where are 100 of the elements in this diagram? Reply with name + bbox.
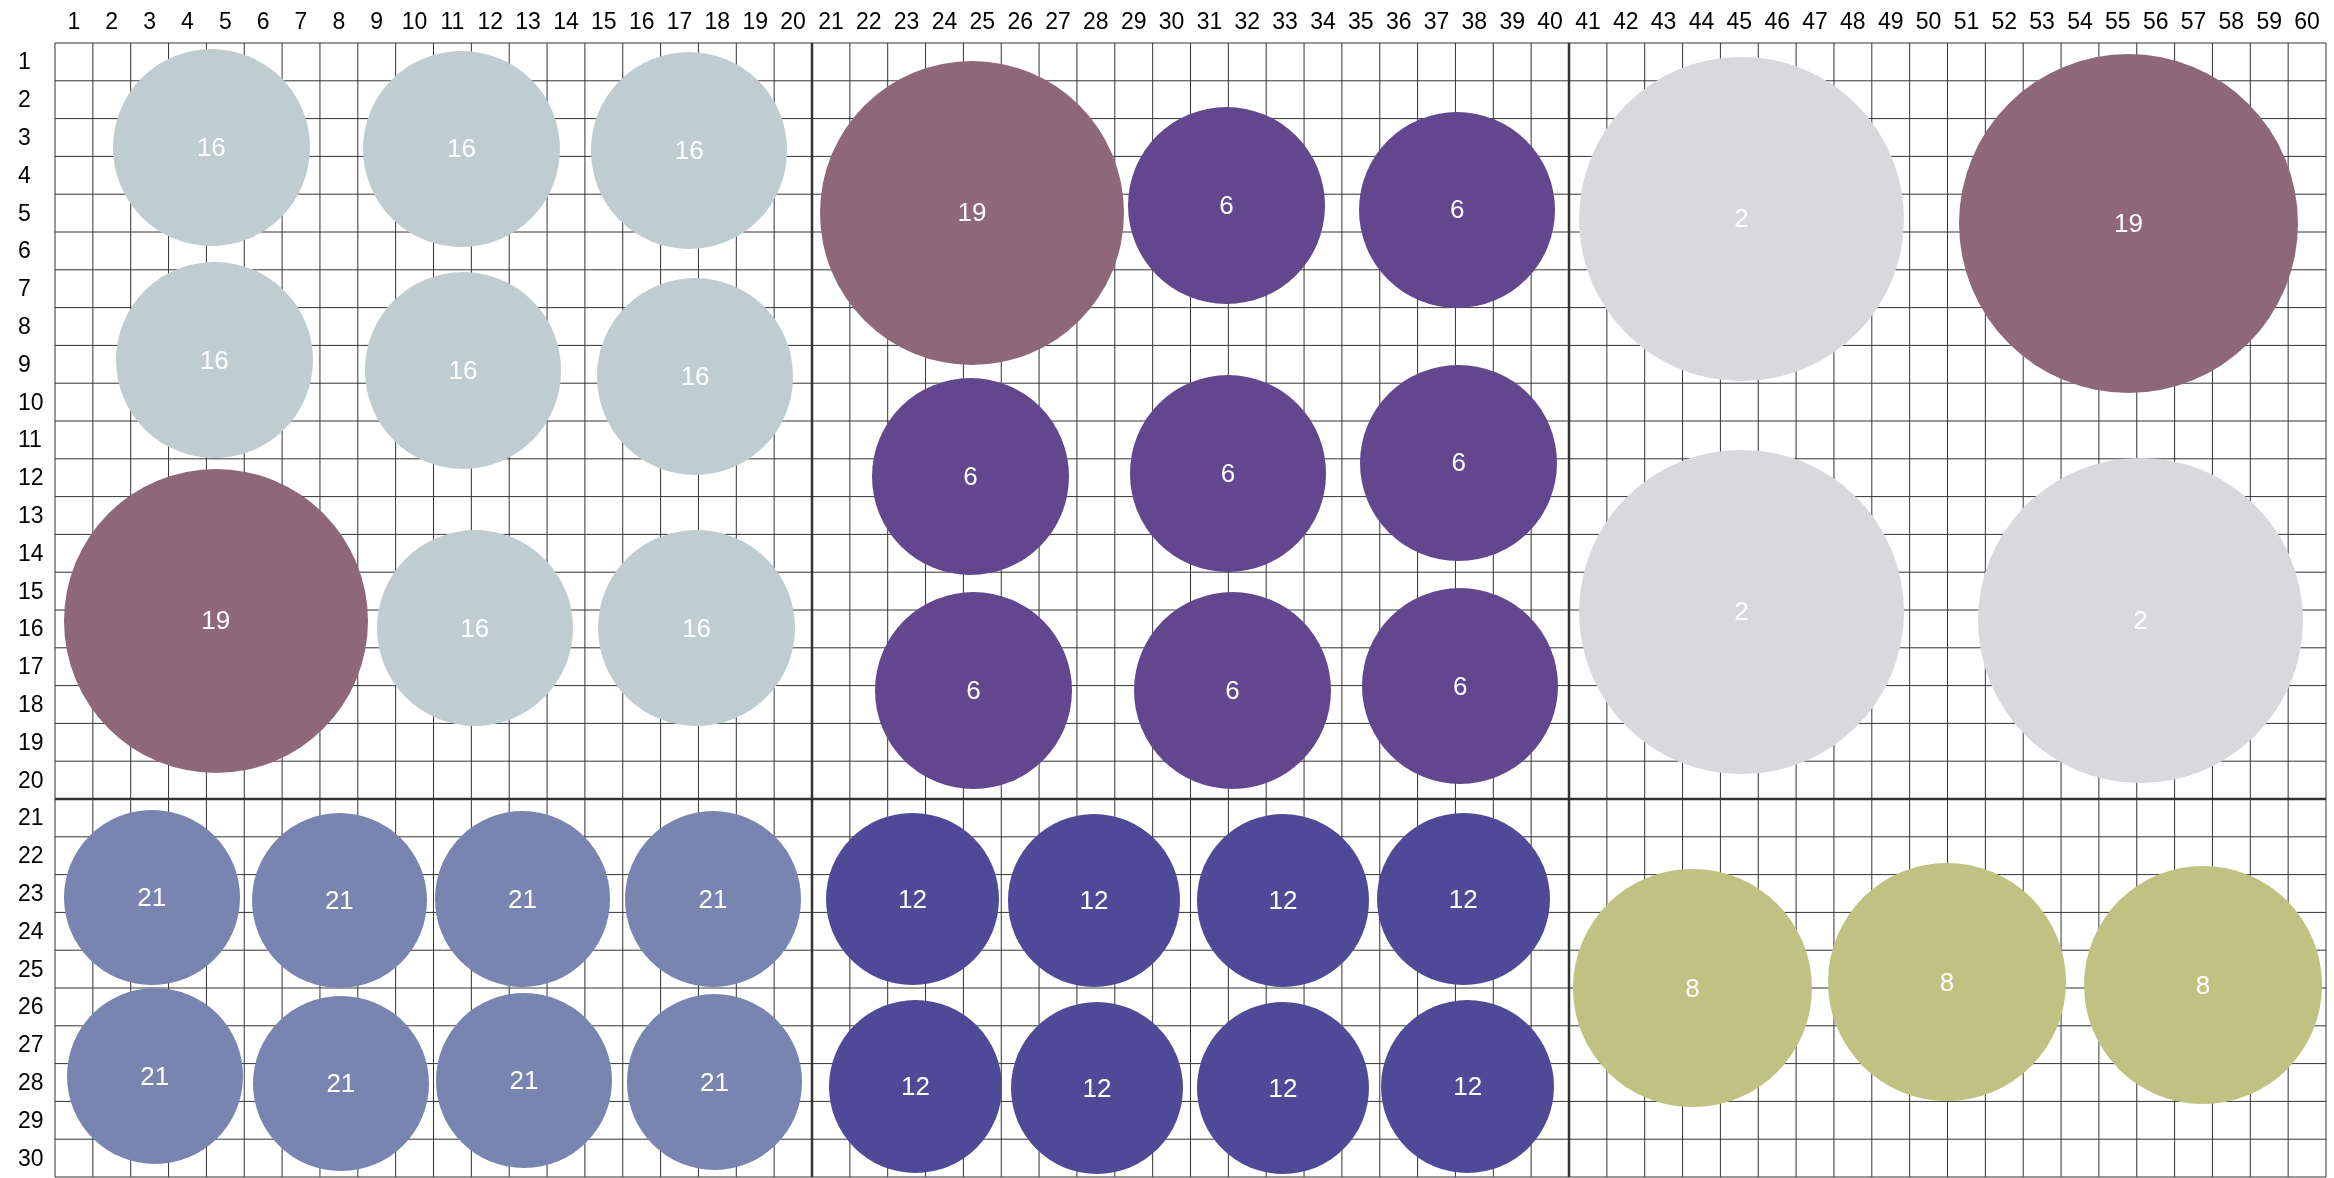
column-number: 10 [400, 6, 429, 36]
column-number: 44 [1687, 6, 1716, 36]
circle-number: 16 [448, 354, 478, 388]
row-number: 27 [17, 1030, 45, 1060]
column-number: 29 [1119, 6, 1148, 36]
row-number: 18 [17, 690, 45, 719]
column-number: 57 [2179, 6, 2208, 36]
circle-number: 12 [1453, 1070, 1483, 1104]
column-number: 45 [1725, 6, 1754, 36]
circle-number: 8 [1939, 965, 1955, 999]
column-number: 17 [665, 6, 694, 36]
column-number: 20 [779, 6, 807, 36]
column-number: 8 [331, 6, 347, 36]
row-number: 10 [17, 387, 45, 417]
circle-number: 6 [966, 674, 981, 708]
row-number: 7 [17, 274, 32, 304]
column-number: 43 [1649, 6, 1678, 36]
row-number: 21 [17, 803, 45, 833]
column-number: 52 [1990, 6, 2019, 36]
row-number: 8 [17, 312, 32, 341]
circle-number: 19 [957, 196, 987, 230]
column-number: 26 [1006, 6, 1034, 36]
circle-number: 12 [1448, 882, 1478, 916]
circle-number: 6 [1452, 669, 1468, 703]
row-number: 12 [17, 463, 45, 493]
row-number: 4 [17, 160, 32, 190]
circle-number: 21 [508, 882, 537, 916]
column-number: 32 [1233, 6, 1262, 36]
circle-number: 21 [137, 881, 167, 915]
row-number: 14 [17, 538, 45, 568]
row-number: 23 [17, 879, 45, 908]
column-number: 6 [255, 6, 271, 36]
column-number: 36 [1384, 6, 1413, 36]
circle-number: 16 [460, 611, 490, 645]
circle-number: 8 [2195, 968, 2211, 1002]
row-number: 25 [17, 954, 45, 984]
row-number: 1 [17, 47, 32, 77]
column-number: 59 [2255, 6, 2283, 36]
circle-number: 6 [1450, 193, 1465, 227]
row-number: 5 [17, 198, 32, 228]
row-number: 30 [17, 1143, 45, 1173]
column-number: 47 [1801, 6, 1829, 36]
circle-number: 12 [900, 1070, 930, 1104]
column-number: 5 [217, 6, 233, 36]
column-number: 3 [142, 6, 157, 36]
column-number: 4 [180, 6, 195, 36]
circle-number: 19 [201, 604, 231, 638]
circle-number: 21 [700, 1065, 729, 1099]
column-number: 54 [2066, 6, 2094, 36]
column-number: 13 [514, 6, 542, 36]
circle-number: 16 [674, 133, 704, 167]
circle-number: 21 [698, 882, 728, 916]
column-number: 25 [968, 6, 997, 36]
circle-number: 12 [1268, 1071, 1298, 1105]
column-number: 31 [1195, 6, 1224, 36]
column-number: 22 [854, 6, 883, 36]
row-number: 6 [17, 236, 32, 266]
circle-number: 6 [1220, 456, 1236, 490]
column-number: 12 [476, 6, 505, 36]
circle-number: 16 [682, 611, 712, 645]
circle-number: 12 [1082, 1071, 1112, 1105]
column-number: 53 [2028, 6, 2056, 36]
circle-number: 6 [1451, 446, 1466, 480]
circle-number: 8 [1685, 971, 1700, 1005]
circle-number: 12 [897, 882, 927, 916]
column-number: 50 [1914, 6, 1943, 36]
row-number: 24 [17, 916, 45, 946]
circle-number: 21 [509, 1064, 539, 1098]
row-number: 13 [17, 501, 45, 530]
row-number: 29 [17, 1105, 45, 1135]
circle-number: 21 [326, 1067, 356, 1101]
row-number: 9 [17, 349, 32, 379]
circle-number: 16 [446, 132, 476, 166]
column-number: 56 [2141, 6, 2170, 36]
circle-number: 6 [963, 459, 978, 493]
row-number: 16 [17, 614, 45, 644]
row-number: 11 [17, 425, 43, 455]
circle-number: 12 [1079, 884, 1109, 918]
column-number: 27 [1044, 6, 1072, 36]
circle-number: 16 [680, 360, 710, 394]
column-number: 58 [2217, 6, 2246, 36]
row-number: 19 [17, 727, 45, 757]
column-number: 33 [1271, 6, 1299, 36]
row-number: 20 [17, 765, 45, 795]
row-number: 22 [17, 841, 45, 871]
column-number: 42 [1611, 6, 1640, 36]
column-number: 41 [1574, 6, 1602, 36]
column-number: 37 [1422, 6, 1451, 36]
column-number: 60 [2293, 6, 2321, 36]
column-number: 55 [2104, 6, 2132, 36]
circle-number: 21 [324, 884, 354, 918]
column-number: 11 [439, 6, 466, 36]
row-number: 26 [17, 992, 45, 1022]
column-number: 23 [892, 6, 921, 36]
circle-number: 16 [196, 130, 226, 164]
circle-number: 6 [1225, 674, 1240, 708]
column-number: 2 [104, 6, 120, 36]
row-number: 2 [17, 85, 32, 115]
column-number: 28 [1082, 6, 1110, 36]
column-number: 49 [1876, 6, 1905, 36]
